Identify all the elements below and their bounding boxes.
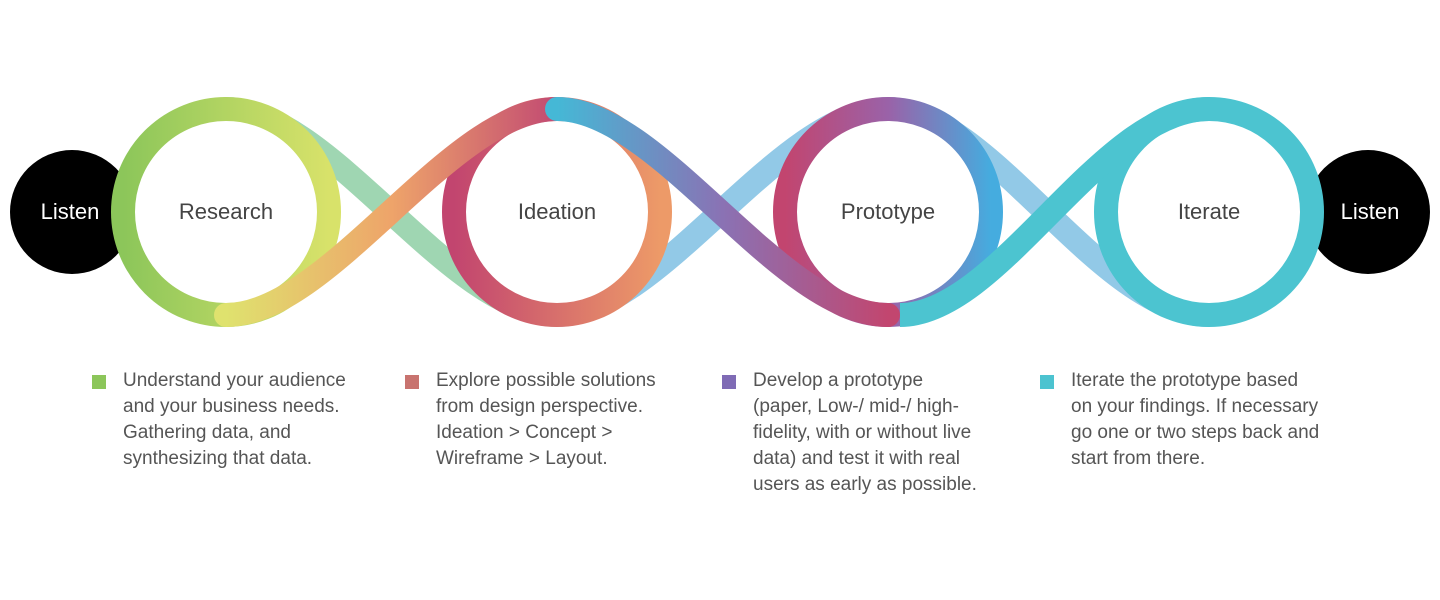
listen-start-label: Listen: [41, 199, 100, 224]
description-line: synthesizing that data.: [123, 448, 313, 469]
description-line: users as early as possible.: [753, 474, 977, 495]
description-line: (paper, Low-/ mid-/ high-: [753, 396, 959, 417]
listen-start-node: [10, 150, 134, 274]
description-line: fidelity, with or without live: [753, 422, 972, 443]
description-line: Explore possible solutions: [436, 370, 656, 391]
legend-square-prototype: [722, 375, 736, 389]
strand-prototype-iterate-front: [899, 97, 1210, 327]
description-line: data) and test it with real: [753, 448, 960, 469]
listen-end-label: Listen: [1341, 199, 1400, 224]
description-line: go one or two steps back and: [1071, 422, 1320, 443]
stage-label-iterate: Iterate: [1178, 199, 1240, 224]
description-line: Ideation > Concept >: [436, 422, 613, 443]
listen-end-node: [1306, 150, 1430, 274]
legend-square-iterate: [1040, 375, 1054, 389]
description-line: Understand your audience: [123, 370, 346, 391]
description-line: and your business needs.: [123, 396, 340, 417]
description-line: on your findings. If necessary: [1071, 396, 1319, 417]
legend-square-ideation: [405, 375, 419, 389]
description-line: Develop a prototype: [753, 370, 924, 391]
strand-research-ideation-front: [214, 97, 569, 327]
legend-square-research: [92, 375, 106, 389]
description-line: Gathering data, and: [123, 422, 291, 443]
strand-ideation-prototype-front: [545, 97, 900, 327]
stage-label-prototype: Prototype: [841, 199, 935, 224]
description-line: from design perspective.: [436, 396, 643, 417]
description-line: Iterate the prototype based: [1071, 370, 1299, 391]
stage-label-research: Research: [179, 199, 273, 224]
description-line: start from there.: [1071, 448, 1206, 469]
description-line: Wireframe > Layout.: [436, 448, 608, 469]
stage-label-ideation: Ideation: [518, 199, 596, 224]
